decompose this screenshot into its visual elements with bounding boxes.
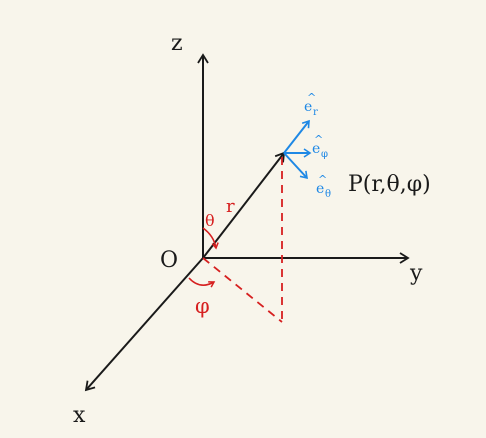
phi-arc (188, 277, 216, 288)
radius-label: r (226, 196, 235, 217)
e-phi-base: e (312, 141, 320, 157)
phi-label: φ (195, 294, 210, 318)
e-theta-base: e (316, 181, 324, 197)
e-r-hat-icon: ^ (307, 91, 316, 104)
z-axis-label: z (171, 31, 183, 56)
y-axis-label: y (409, 261, 423, 286)
theta-label: θ (205, 211, 215, 230)
origin-label: O (160, 248, 178, 273)
projection-xy-plane (202, 257, 283, 323)
x-axis (84, 257, 204, 392)
e-r-vector (283, 119, 310, 154)
e-theta-label: ^ e θ (316, 173, 331, 200)
point-label: P(r,θ,φ) (348, 172, 431, 197)
e-r-base: e (304, 99, 312, 115)
e-r-sub: r (313, 107, 318, 118)
e-theta-vector (283, 152, 308, 180)
e-r-label: ^ e r (304, 91, 318, 118)
e-phi-sub: φ (321, 149, 328, 160)
radius-vector (202, 151, 286, 259)
e-theta-sub: θ (325, 189, 331, 200)
theta-arc (202, 227, 219, 250)
e-phi-hat-icon: ^ (314, 133, 323, 146)
x-axis-label: x (73, 403, 86, 428)
e-theta-hat-icon: ^ (318, 173, 327, 186)
e-phi-label: ^ e φ (312, 133, 328, 160)
